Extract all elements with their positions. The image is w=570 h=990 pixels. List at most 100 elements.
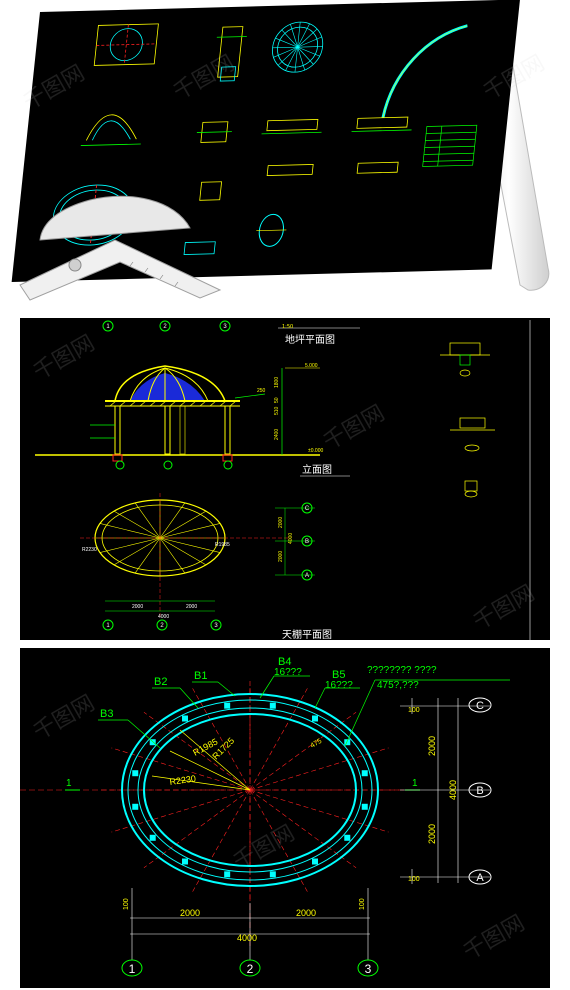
radial-line xyxy=(159,537,207,566)
radial-line xyxy=(113,537,161,566)
ring-joint-block xyxy=(269,871,276,878)
radial-line xyxy=(99,537,161,553)
ceiling-plan-title: 天棚平面图 xyxy=(282,628,332,640)
vertical-dimensions xyxy=(400,698,490,884)
radial-line xyxy=(143,711,251,791)
radial-line xyxy=(249,789,357,869)
dim-50: 50 xyxy=(274,397,280,403)
beam-label-b2: B2 xyxy=(154,676,167,688)
section-mark-left: 1 xyxy=(66,778,72,789)
axis-label-1: 1 xyxy=(106,324,110,330)
plan-dim-d2: 2000 xyxy=(186,604,197,610)
ring-joint-block xyxy=(312,715,319,722)
radial-line xyxy=(281,29,298,48)
elevation-bottom-axes xyxy=(115,460,233,470)
radial-line xyxy=(297,22,301,48)
beam-b5-note: 16??? xyxy=(325,680,353,691)
row-axis-markers: C B A xyxy=(468,697,492,885)
beam-b4-note: 16??? xyxy=(274,667,302,678)
beam-label-b4: B4 xyxy=(278,656,291,668)
plan-dim-d1: 2000 xyxy=(132,604,143,610)
ceiling-plan-axes: 2000 2000 4000 C B A 2000 2000 4000 1 2 … xyxy=(102,502,315,631)
radial-line xyxy=(159,523,221,539)
radius-r2230: R2230 xyxy=(82,547,97,553)
radial-line xyxy=(297,36,322,48)
axis-row-a: A xyxy=(476,872,484,884)
radial-line xyxy=(272,46,298,49)
radial-line xyxy=(134,537,161,574)
radial-line xyxy=(249,789,389,833)
radial-line xyxy=(285,47,298,71)
axis-row-b: B xyxy=(476,785,483,797)
note-line-1: ???????? ???? xyxy=(367,665,437,676)
dim-510: 510 xyxy=(274,406,280,415)
dim-h-total: 4000 xyxy=(237,933,257,943)
ring-joint-block xyxy=(269,702,276,709)
floor-plan-title: 地坪平面图 xyxy=(285,333,335,346)
radial-line xyxy=(273,46,298,58)
radial-line xyxy=(159,502,186,539)
dim-h-small-right: 100 xyxy=(359,898,366,910)
radial-line xyxy=(159,537,186,574)
ring-joint-block xyxy=(149,739,156,746)
elevation-plan-drawing: 1:50 1 2 3 地坪平面图 xyxy=(35,320,531,640)
dim-v-total: 4000 xyxy=(448,780,458,800)
top-axis-markers: 1 2 3 xyxy=(102,320,231,332)
axis-label-3: 3 xyxy=(223,324,227,330)
plan-axis-2: 2 xyxy=(160,623,164,629)
axis-col-1: 1 xyxy=(129,962,136,976)
radial-line xyxy=(143,789,251,869)
radial-line xyxy=(249,747,389,791)
ring-joint-block xyxy=(344,739,351,746)
radius-r1985: R1985 xyxy=(215,542,230,548)
radial-line xyxy=(297,47,306,71)
plan-dim-v1: 2000 xyxy=(278,517,284,528)
radial-line xyxy=(192,789,251,892)
plan-dim-total: 4000 xyxy=(158,614,169,620)
note-line-2: 475?,??? xyxy=(377,680,419,691)
plan-dim-v2: 2000 xyxy=(278,551,284,562)
dim-v-small-bottom: 100 xyxy=(408,876,420,883)
radial-line xyxy=(159,537,221,553)
axis-c: C xyxy=(305,506,310,512)
level-ground: ±0.000 xyxy=(308,448,323,454)
ring-joint-block xyxy=(132,770,139,777)
beam-label-b1: B1 xyxy=(194,670,207,682)
ring-joint-block xyxy=(224,871,231,878)
radial-line xyxy=(99,523,161,539)
ring-joint-block xyxy=(181,715,188,722)
axis-label-2: 2 xyxy=(163,324,167,330)
axis-col-2: 2 xyxy=(247,962,254,976)
plan-axis-3: 3 xyxy=(214,623,218,629)
axis-row-c: C xyxy=(476,700,484,712)
radial-line xyxy=(111,747,251,791)
radial-line xyxy=(277,46,298,66)
radial-line xyxy=(192,688,251,791)
radial-line xyxy=(134,502,161,539)
radial-line xyxy=(159,510,207,539)
elevation-dimensions: 1800 510 50 2400 250 5.000 ±0.000 xyxy=(257,363,323,456)
radial-line xyxy=(113,510,161,539)
ring-joint-block xyxy=(181,858,188,865)
radial-line xyxy=(111,789,251,833)
horizontal-dimensions xyxy=(130,888,370,960)
level-top: 5.000 xyxy=(305,363,318,369)
radial-line xyxy=(297,46,320,57)
dim-h-right: 2000 xyxy=(296,908,316,918)
radial-line xyxy=(290,24,298,48)
protractor-ruler-graphic xyxy=(19,195,222,301)
dim-250: 250 xyxy=(257,388,266,394)
scale-label: 1:50 xyxy=(282,324,293,330)
dim-h-small-left: 100 xyxy=(123,898,130,910)
radial-line xyxy=(297,28,318,48)
dim-475: 475 xyxy=(310,738,324,750)
beam-ring-plan-drawing: R1725 R1985 R2230 B3 B2 B1 B4 16??? B5 1… xyxy=(20,656,510,977)
dim-1800: 1800 xyxy=(274,377,280,388)
radial-line xyxy=(294,47,298,73)
axis-b: B xyxy=(305,539,309,545)
axis-col-3: 3 xyxy=(365,962,372,976)
beam-label-b3: B3 xyxy=(100,708,113,720)
beam-label-b5: B5 xyxy=(332,669,345,681)
radial-line xyxy=(249,711,357,791)
ring-joint-block xyxy=(344,834,351,841)
